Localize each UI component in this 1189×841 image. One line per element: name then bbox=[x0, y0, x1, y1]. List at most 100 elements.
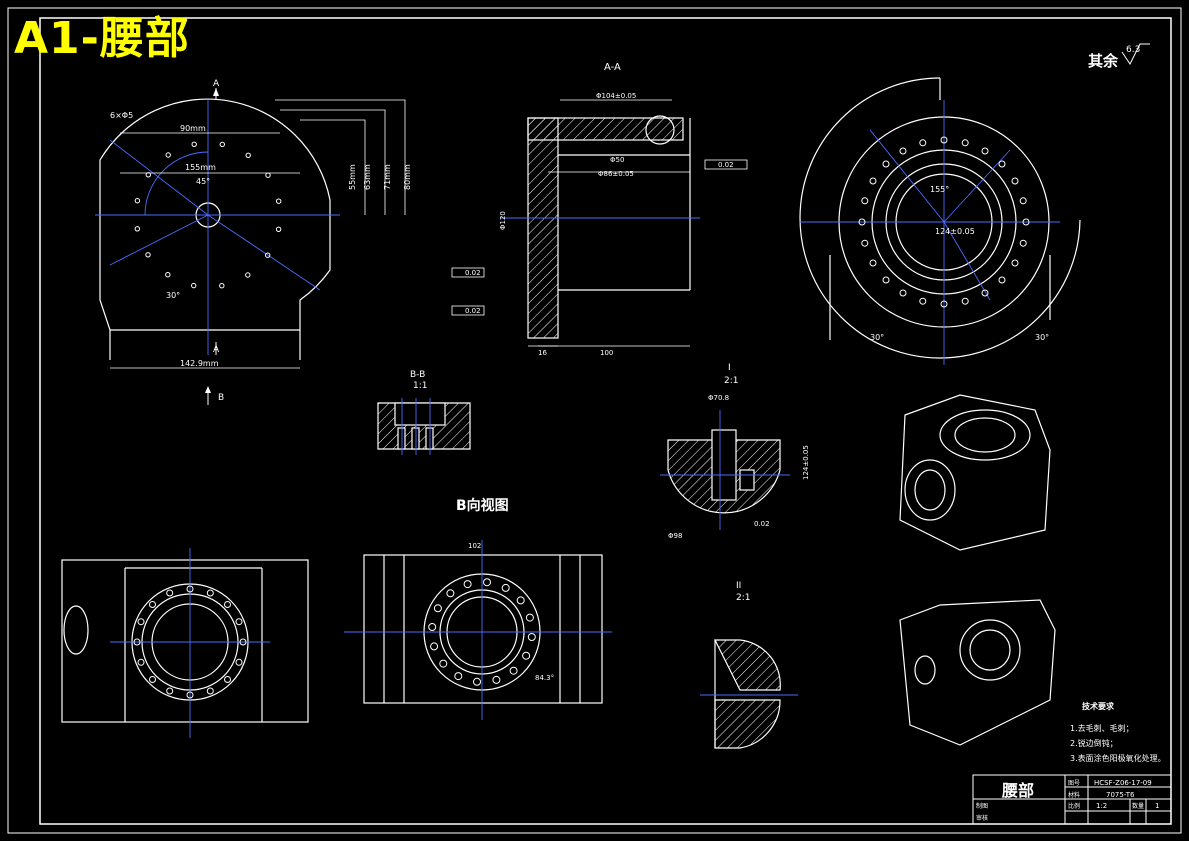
bolt-hole bbox=[961, 139, 969, 147]
bolt-hole bbox=[149, 601, 156, 608]
section-arrow-a: A A bbox=[213, 79, 220, 355]
bolt-hole bbox=[235, 618, 243, 626]
svg-text:2:1: 2:1 bbox=[724, 376, 738, 386]
bolt-hole bbox=[191, 282, 197, 289]
svg-text:124±0.05: 124±0.05 bbox=[935, 227, 975, 236]
bolt-hole bbox=[265, 252, 271, 258]
svg-text:Φ120: Φ120 bbox=[499, 211, 507, 230]
svg-text:A: A bbox=[213, 345, 220, 355]
bolt-hole bbox=[134, 226, 141, 232]
svg-text:2.锐边倒钝；: 2.锐边倒钝； bbox=[1070, 738, 1118, 748]
bolt-hole bbox=[919, 139, 927, 147]
bolt-hole bbox=[186, 691, 194, 699]
bolt-hole bbox=[1011, 177, 1019, 185]
svg-text:102: 102 bbox=[468, 542, 481, 550]
svg-text:0.02: 0.02 bbox=[465, 269, 481, 277]
svg-text:A: A bbox=[213, 79, 220, 89]
bolt-hole bbox=[861, 197, 869, 205]
svg-text:B: B bbox=[218, 393, 224, 403]
svg-text:155°: 155° bbox=[930, 185, 949, 194]
svg-text:审核: 审核 bbox=[976, 814, 988, 822]
svg-text:55mm: 55mm bbox=[348, 164, 357, 190]
bolt-hole bbox=[509, 666, 518, 675]
bolt-hole bbox=[981, 289, 989, 297]
detail-2-view bbox=[714, 639, 781, 749]
svg-text:1: 1 bbox=[1155, 802, 1159, 810]
bolt-hole bbox=[882, 276, 890, 284]
bolt-hole bbox=[473, 677, 481, 686]
bolt-hole bbox=[186, 585, 194, 593]
section-bb-title: B-B 1:1 bbox=[410, 370, 427, 391]
roughness-symbol: 其余 6.3 bbox=[1088, 43, 1150, 70]
technical-notes: 技术要求 1.去毛刺、毛刺； 2.锐边倒钝； 3.表面涂色阳极氧化处理。 bbox=[1070, 701, 1166, 763]
section-aa-text: Φ104±0.05 Φ86±0.05 Φ50 16 100 0.02 0.02 … bbox=[465, 92, 734, 357]
svg-text:84.3°: 84.3° bbox=[535, 674, 554, 682]
svg-text:124±0.05: 124±0.05 bbox=[802, 445, 810, 480]
svg-text:155mm: 155mm bbox=[185, 163, 216, 172]
section-aa-dims bbox=[451, 99, 748, 347]
bolt-hole bbox=[899, 289, 907, 297]
bolt-hole bbox=[998, 160, 1006, 168]
svg-text:45°: 45° bbox=[196, 177, 210, 186]
outer-frame bbox=[7, 7, 1182, 834]
b-view-center bbox=[344, 540, 612, 720]
svg-text:I: I bbox=[728, 363, 731, 373]
bolt-hole bbox=[1019, 197, 1027, 205]
bolt-hole bbox=[527, 633, 536, 641]
front-center-lines bbox=[95, 100, 340, 355]
bolt-hole bbox=[940, 300, 948, 308]
svg-text:1:1: 1:1 bbox=[413, 381, 427, 391]
bolt-hole bbox=[525, 613, 534, 622]
bolt-hole bbox=[899, 147, 907, 155]
title-block-text: 腰部 图号 HCSF-Z06-17-09 材料 7075-T6 比例 1:2 数… bbox=[976, 779, 1159, 822]
svg-text:63mm: 63mm bbox=[363, 164, 372, 190]
inner-frame bbox=[39, 17, 1172, 825]
section-aa-view bbox=[527, 115, 691, 339]
section-bb-view bbox=[377, 402, 471, 450]
bolt-hole bbox=[869, 177, 877, 185]
svg-text:技术要求: 技术要求 bbox=[1082, 701, 1115, 711]
bolt-hole bbox=[166, 687, 174, 695]
bolt-hole bbox=[219, 141, 226, 148]
bolt-hole bbox=[1019, 239, 1027, 247]
svg-text:制图: 制图 bbox=[976, 802, 988, 810]
svg-text:30°: 30° bbox=[1035, 333, 1049, 342]
bolt-hole bbox=[239, 638, 247, 646]
bolt-hole bbox=[492, 675, 501, 684]
svg-text:Φ98: Φ98 bbox=[668, 532, 682, 540]
svg-text:其余: 其余 bbox=[1088, 52, 1119, 70]
top-bolt-holes bbox=[858, 136, 1030, 308]
side-view bbox=[61, 559, 309, 723]
bolt-hole bbox=[245, 272, 251, 278]
bolt-hole bbox=[919, 297, 927, 305]
bolt-hole bbox=[276, 198, 282, 204]
bolt-hole bbox=[137, 618, 145, 626]
bolt-hole bbox=[191, 141, 197, 148]
top-center-lines bbox=[800, 100, 1060, 365]
bolt-hole bbox=[133, 638, 141, 646]
title-block bbox=[972, 774, 1172, 825]
iso-view-1 bbox=[899, 394, 1051, 551]
bolt-hole bbox=[483, 578, 491, 587]
svg-text:数量: 数量 bbox=[1132, 802, 1144, 810]
bolt-hole bbox=[1022, 218, 1030, 226]
front-circular-view bbox=[99, 98, 331, 360]
bolt-hole bbox=[940, 136, 948, 144]
svg-text:Φ104±0.05: Φ104±0.05 bbox=[596, 92, 636, 100]
bolt-hole bbox=[858, 218, 866, 226]
svg-text:6.3: 6.3 bbox=[1126, 45, 1140, 55]
bolt-hole bbox=[137, 658, 145, 666]
svg-text:Φ50: Φ50 bbox=[610, 156, 624, 164]
bolt-hole bbox=[501, 583, 510, 592]
front-bolt-holes bbox=[134, 141, 282, 289]
detail-1-view bbox=[667, 429, 781, 514]
bolt-hole bbox=[134, 198, 141, 204]
svg-text:1:2: 1:2 bbox=[1096, 802, 1107, 810]
bolt-hole bbox=[275, 226, 282, 233]
bolt-hole bbox=[206, 687, 214, 695]
bolt-hole bbox=[265, 172, 271, 178]
bolt-hole bbox=[165, 272, 171, 278]
bolt-hole bbox=[149, 676, 156, 683]
svg-text:0.02: 0.02 bbox=[465, 307, 481, 315]
